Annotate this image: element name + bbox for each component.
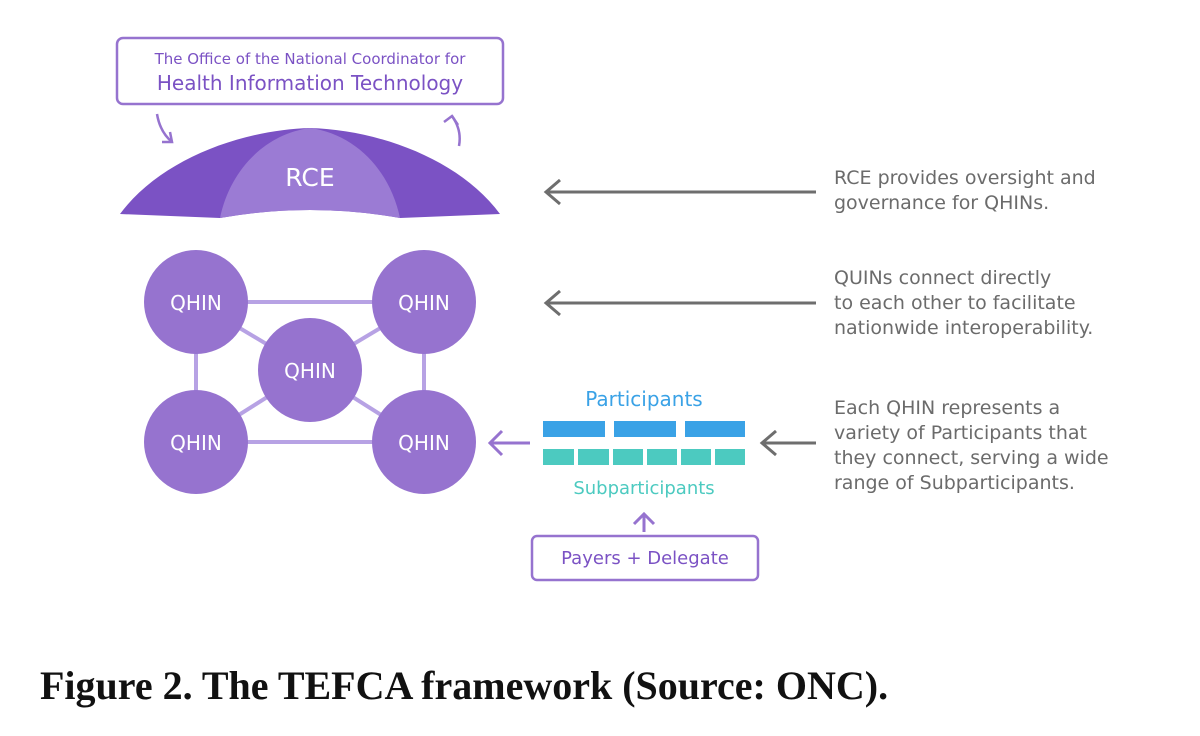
payers-delegate-box: [530, 534, 760, 582]
qhin-node-top-left: [144, 250, 248, 354]
qhin-label: QHIN: [284, 359, 336, 383]
qhin-node-bottom-right: [372, 390, 476, 494]
up-arrow-icon: [632, 511, 656, 532]
rce-umbrella-icon: [120, 128, 500, 218]
qhin-node-center: [258, 318, 362, 422]
onc-box-line1: The Office of the National Coordinator f…: [154, 50, 467, 68]
subparticipants-bar: [543, 449, 745, 465]
up-arrowhead-icon: [443, 114, 460, 126]
onc-box: [115, 36, 505, 106]
rce-label: RCE: [285, 163, 334, 192]
qhin-node-top-right: [372, 250, 476, 354]
note-line: QUINs connect directly: [834, 267, 1052, 289]
figure-caption: Figure 2. The TEFCA framework (Source: O…: [40, 663, 889, 708]
note-line: range of Subparticipants.: [834, 472, 1075, 494]
note-quins: QUINs connect directly to each other to …: [834, 266, 1093, 341]
gray-left-arrow-icon: [543, 178, 816, 206]
qhin-label: QHIN: [398, 291, 450, 315]
gray-left-arrow-icon: [543, 289, 816, 317]
qhin-label: QHIN: [170, 291, 222, 315]
note-line: to each other to facilitate: [834, 292, 1076, 314]
down-curved-arrow-icon: [155, 113, 173, 143]
gray-left-arrow-icon: [759, 429, 816, 457]
note-line: variety of Participants that: [834, 422, 1087, 444]
qhin-label: QHIN: [398, 431, 450, 455]
subparticipants-label: Subparticipants: [573, 478, 714, 499]
note-line: Each QHIN represents a: [834, 397, 1061, 419]
participants-label: Participants: [585, 387, 702, 411]
qhin-node-bottom-left: [144, 390, 248, 494]
note-line: they connect, serving a wide: [834, 447, 1109, 469]
left-arrow-icon: [487, 429, 530, 457]
down-arrowhead-icon: [162, 131, 174, 144]
payers-delegate-label: Payers + Delegate: [561, 548, 729, 569]
onc-box-line2: Health Information Technology: [157, 71, 463, 95]
participants-bar: [543, 421, 745, 437]
qhin-label: QHIN: [170, 431, 222, 455]
note-rce: RCE provides oversight and governance fo…: [834, 166, 1096, 216]
note-participants: Each QHIN represents a variety of Partic…: [834, 396, 1109, 496]
note-line: RCE provides oversight and: [834, 167, 1096, 189]
note-line: nationwide interoperability.: [834, 317, 1094, 339]
note-line: governance for QHINs.: [834, 192, 1050, 214]
